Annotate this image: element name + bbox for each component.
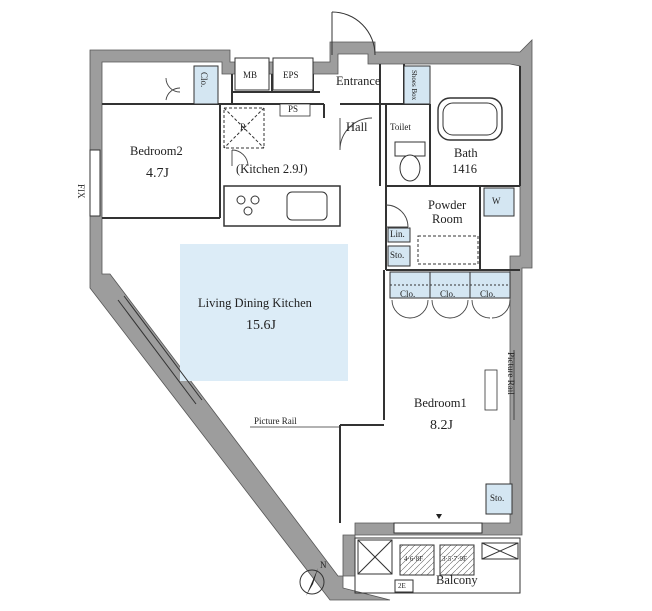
label-kitchen: (Kitchen 2.9J) bbox=[236, 162, 308, 176]
label-powder-1: Powder bbox=[428, 198, 467, 212]
bedroom2-window bbox=[89, 149, 101, 217]
washer-box bbox=[483, 187, 515, 217]
mb-box bbox=[234, 57, 270, 91]
label-entrance: Entrance bbox=[336, 74, 381, 88]
label-bedroom2-size: 4.7J bbox=[146, 166, 169, 181]
label-picture-rail-ldk: Picture Rail bbox=[254, 416, 297, 426]
entrance-door bbox=[331, 11, 376, 56]
ldk-highlight bbox=[180, 244, 348, 381]
storage-box bbox=[387, 245, 411, 267]
label-powder-2: Room bbox=[432, 212, 463, 226]
eps-box bbox=[272, 57, 314, 91]
vanity bbox=[417, 235, 479, 265]
label-ldk: Living Dining Kitchen bbox=[198, 296, 312, 310]
kitchen-counter bbox=[223, 185, 341, 227]
north-arrow bbox=[299, 568, 325, 596]
label-shoes-box: Shoes Box bbox=[410, 70, 418, 101]
refrigerator bbox=[223, 107, 265, 149]
label-eps: EPS bbox=[283, 70, 299, 80]
label-hatch-right: 3·5·7·9F bbox=[442, 555, 467, 563]
label-storage: Sto. bbox=[390, 250, 405, 260]
label-closet-3: Clo. bbox=[480, 289, 496, 299]
label-hatch-left: 4·6·8F bbox=[404, 555, 424, 563]
label-fix-window: FIX bbox=[76, 184, 86, 199]
label-mb: MB bbox=[243, 70, 258, 80]
label-ldk-size: 15.6J bbox=[246, 318, 276, 333]
toilet-fixture bbox=[394, 141, 426, 182]
bathtub bbox=[437, 97, 503, 141]
label-bath-size: 1416 bbox=[452, 162, 477, 176]
label-toilet: Toilet bbox=[390, 122, 411, 132]
label-balcony: Balcony bbox=[436, 573, 478, 587]
ldk-window bbox=[117, 299, 197, 405]
label-hall: Hall bbox=[346, 120, 368, 134]
label-linen: Lin. bbox=[390, 229, 405, 239]
label-ladder-2e: 2E bbox=[398, 582, 406, 590]
label-bedroom1-size: 8.2J bbox=[430, 418, 453, 433]
label-bedroom2-closet: Clo. bbox=[199, 72, 209, 88]
ps-box bbox=[279, 103, 311, 117]
bedroom1-window bbox=[393, 522, 483, 534]
label-closet-1: Clo. bbox=[400, 289, 416, 299]
label-washer: W bbox=[492, 196, 501, 206]
label-bath: Bath bbox=[454, 146, 478, 160]
label-refrigerator: R bbox=[240, 122, 247, 132]
linen-box bbox=[387, 227, 411, 243]
label-closet-2: Clo. bbox=[440, 289, 456, 299]
label-north: N bbox=[320, 560, 327, 570]
shoes-box bbox=[403, 65, 431, 105]
label-bedroom2: Bedroom2 bbox=[130, 144, 183, 158]
label-bedroom1: Bedroom1 bbox=[414, 396, 467, 410]
label-ps: PS bbox=[288, 104, 299, 114]
door-swings bbox=[165, 77, 511, 319]
label-bedroom1-storage: Sto. bbox=[490, 493, 505, 503]
label-picture-rail-bedroom1: Picture Rail bbox=[506, 352, 516, 395]
bedroom2-closet bbox=[193, 65, 219, 105]
balcony-area bbox=[354, 537, 521, 594]
bedroom1-storage bbox=[485, 483, 513, 515]
